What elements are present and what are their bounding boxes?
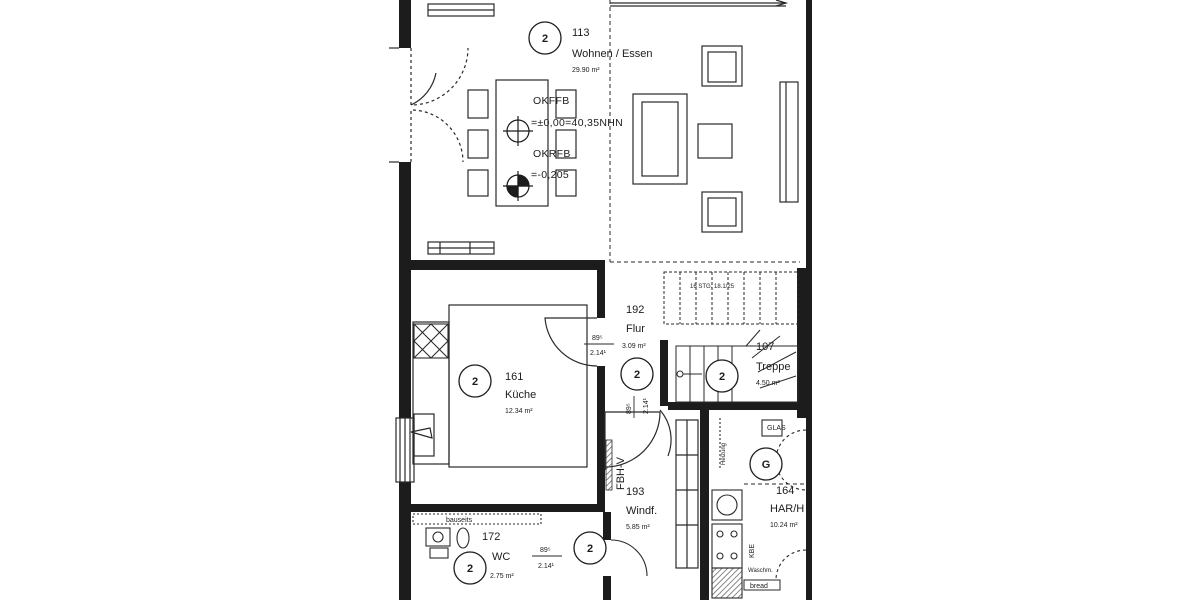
bauseits-label: bauseits: [446, 517, 473, 524]
level-marker-okffb: [503, 116, 533, 146]
room-name-wc: WC: [492, 551, 510, 563]
window-left: [395, 417, 433, 483]
room-tag-har: G: [762, 459, 771, 471]
waschm-label: Waschm.: [748, 568, 773, 574]
room-number-windfang: 193: [626, 486, 644, 498]
door-height-windfang: 2.14¹: [643, 397, 650, 414]
radiator-living: [427, 241, 495, 255]
room-area-flur: 3.09 m²: [622, 343, 646, 350]
glas-label: GLAS: [767, 425, 786, 432]
bread-label: bread: [750, 583, 768, 590]
room-tag-flur: 2: [634, 369, 640, 381]
sideboard: [779, 81, 799, 203]
room-name-windfang: Windf.: [626, 505, 657, 517]
room-tag-wc: 2: [467, 563, 473, 575]
bread-box: [743, 579, 781, 591]
door-kueche: [544, 317, 598, 367]
room-tag-kueche: 2: [472, 376, 478, 388]
room-number-wohnen: 113: [572, 27, 590, 39]
room-number-flur: 192: [626, 304, 644, 316]
stove-icon: [413, 323, 449, 359]
room-name-har: HAR/H: [770, 503, 804, 515]
room-area-wohnen: 29.90 m²: [572, 67, 600, 74]
room-number-har: 164: [776, 485, 794, 497]
door-width-windfang: 89⁵: [626, 403, 633, 414]
room-name-flur: Flur: [626, 323, 645, 335]
okffb-label: OKFFB: [533, 95, 570, 107]
door-dims-flur: 89⁵ 2.14¹: [584, 335, 614, 357]
door-height-flur: 2.14¹: [590, 350, 607, 357]
door-windfang: [604, 411, 661, 470]
dining-table: [467, 79, 577, 207]
okrfb-label: OKRFB: [533, 148, 571, 160]
room-number-wc: 172: [482, 531, 500, 543]
okffb-value: =±0,00=40,35NHN: [531, 117, 623, 129]
room-number-treppe: 107: [756, 341, 774, 353]
room-area-wc: 2.75 m²: [490, 573, 514, 580]
room-area-windfang: 5.85 m²: [626, 524, 650, 531]
room-tag-circles: [453, 21, 783, 585]
door-dims-windfang: 89⁵ 2.14¹: [626, 396, 650, 418]
level-marker-okrfb: [503, 171, 533, 201]
window-top: [427, 0, 789, 17]
room-number-kueche: 161: [505, 371, 523, 383]
room-tag-wohnen: 2: [542, 33, 548, 45]
wardrobe: [675, 419, 699, 569]
room-name-wohnen: Wohnen / Essen: [572, 48, 653, 60]
room-tag-treppe: 2: [719, 371, 725, 383]
room-name-treppe: Treppe: [756, 361, 790, 373]
room-tag-windfang: 2: [587, 543, 593, 555]
door-width-wc: 89⁵: [540, 547, 551, 554]
room-area-har: 10.24 m²: [770, 522, 798, 529]
heizung-label: Heizung: [721, 443, 727, 465]
stair-annotation: 16 STG. 18.1/25: [690, 284, 735, 290]
room-area-treppe: 4.50 m²: [756, 380, 780, 387]
wc-fixtures: [412, 513, 648, 577]
room-area-kueche: 12.34 m²: [505, 408, 533, 415]
zone-dividers: [609, 0, 800, 263]
fbhv-box: [605, 439, 613, 491]
armchairs: [697, 45, 743, 233]
door-dims-wc: 89⁵ 2.14¹: [532, 547, 562, 570]
door-flur-right: [659, 409, 672, 457]
kitchen-counter: [412, 304, 588, 468]
front-door: [389, 47, 469, 163]
sofa: [632, 93, 688, 185]
room-name-kueche: Küche: [505, 389, 536, 401]
har-equipment: [711, 418, 807, 599]
kbe-label: KBE: [749, 544, 756, 558]
door-height-wc: 2.14¹: [538, 563, 555, 570]
okrfb-value: =-0,205: [531, 169, 569, 181]
structural-walls: [399, 0, 812, 600]
door-width-flur: 89⁵: [592, 335, 603, 342]
fbhv-label: FBH-V: [615, 456, 627, 490]
